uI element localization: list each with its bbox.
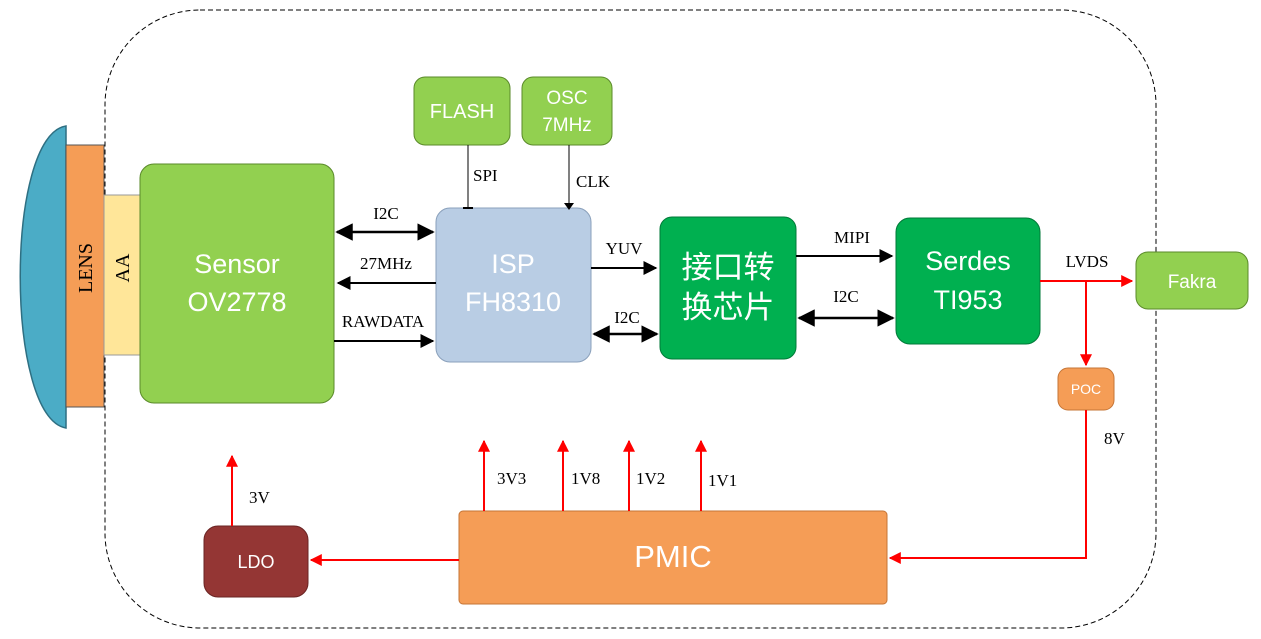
aa-label: AA bbox=[112, 253, 134, 282]
mipi-label: MIPI bbox=[834, 228, 870, 247]
interface-bridge-block bbox=[659, 216, 797, 360]
clk-label: CLK bbox=[576, 172, 611, 191]
pmic-label: PMIC bbox=[634, 539, 712, 574]
isp-part-number: FH8310 bbox=[465, 287, 561, 317]
lens-dome bbox=[19, 125, 67, 429]
fakra-label: Fakra bbox=[1168, 272, 1217, 293]
lens-label: LENS bbox=[75, 243, 97, 293]
isp-block bbox=[435, 207, 592, 363]
yuv-label: YUV bbox=[606, 239, 644, 258]
osc-block bbox=[521, 76, 613, 146]
osc-frequency: 7MHz bbox=[542, 115, 592, 136]
i2c-bridge-serdes-label: I2C bbox=[833, 287, 859, 306]
interface-bridge-label-line1: 接口转 bbox=[682, 250, 775, 285]
v1v8-label: 1V8 bbox=[571, 469, 600, 488]
poc-to-pmic-line bbox=[888, 410, 1087, 564]
v3-label: 3V bbox=[249, 488, 271, 507]
spi-label: SPI bbox=[473, 166, 498, 185]
serdes-part-number: TI953 bbox=[933, 285, 1002, 315]
i2c-isp-bridge-label: I2C bbox=[614, 308, 640, 327]
sensor-block bbox=[139, 163, 335, 404]
v1v1-label: 1V1 bbox=[708, 471, 737, 490]
isp-label: ISP bbox=[491, 249, 535, 279]
lvds-label: LVDS bbox=[1066, 252, 1109, 271]
i2c-sensor-isp-label: I2C bbox=[373, 204, 399, 223]
aa-block bbox=[103, 194, 141, 356]
serdes-block bbox=[895, 217, 1041, 345]
v8-label: 8V bbox=[1104, 429, 1126, 448]
poc-label: POC bbox=[1071, 381, 1101, 397]
sensor-label: Sensor bbox=[194, 249, 280, 279]
flash-block bbox=[413, 76, 511, 146]
v3v3-label: 3V3 bbox=[497, 469, 526, 488]
interface-bridge-label-line2: 换芯片 bbox=[682, 290, 775, 325]
fakra-connector bbox=[1135, 251, 1249, 310]
osc-label: OSC bbox=[546, 88, 587, 109]
lens-block bbox=[65, 144, 105, 408]
rawdata-label: RAWDATA bbox=[342, 312, 425, 331]
clock-27mhz-label: 27MHz bbox=[360, 254, 412, 273]
ldo-block bbox=[203, 525, 309, 598]
ldo-label: LDO bbox=[237, 552, 274, 572]
serdes-label: Serdes bbox=[925, 246, 1011, 276]
flash-label: FLASH bbox=[430, 101, 494, 123]
v1v2-label: 1V2 bbox=[636, 469, 665, 488]
pmic-block bbox=[458, 510, 888, 605]
sensor-part-number: OV2778 bbox=[187, 287, 286, 317]
clk-arrowhead bbox=[564, 203, 574, 210]
